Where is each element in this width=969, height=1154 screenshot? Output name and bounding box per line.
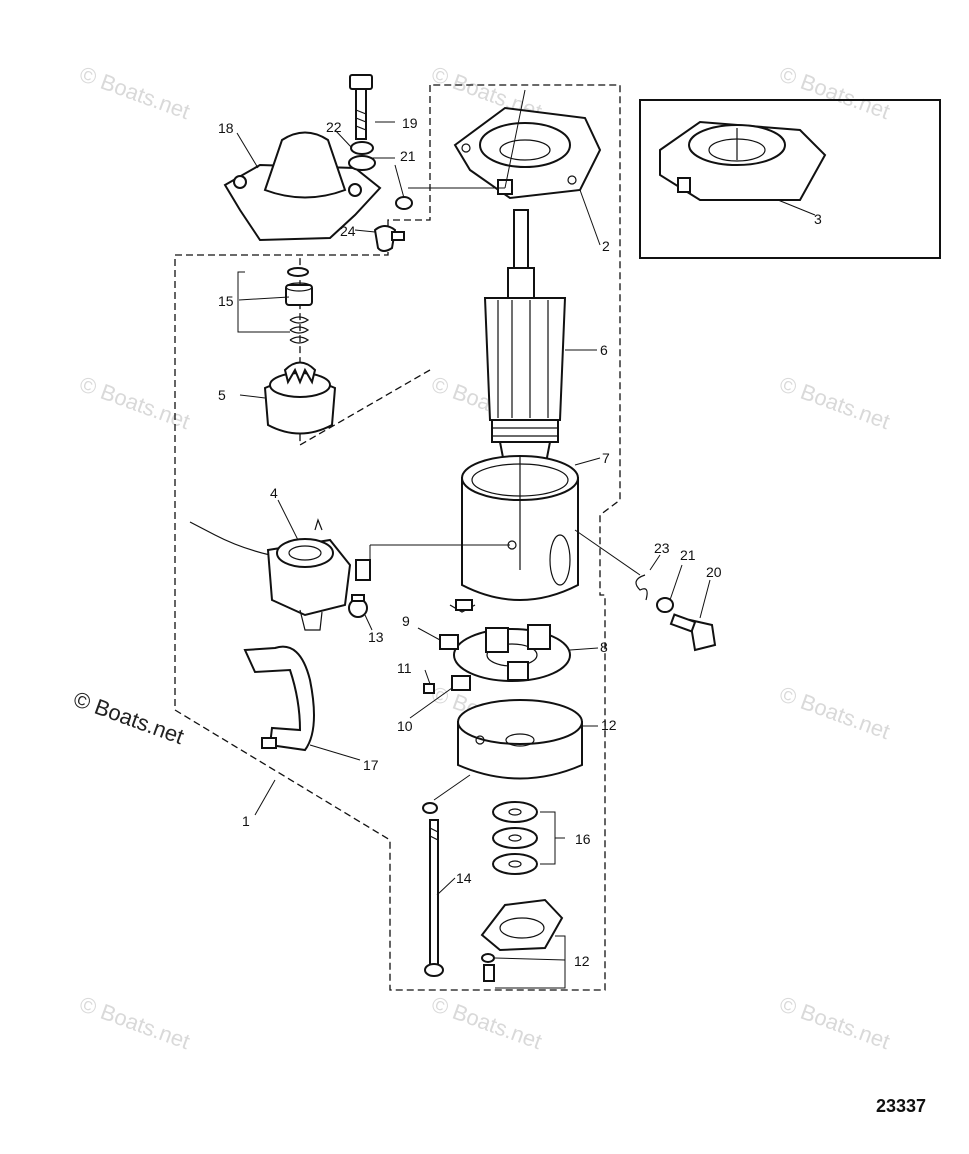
end-housing-part-12	[457, 699, 583, 780]
bracket-part-3	[659, 120, 827, 201]
part-label-12: 12	[601, 717, 617, 733]
part-label-20: 20	[706, 564, 722, 580]
part-label-21: 21	[400, 148, 416, 164]
watermark-text: © Boats.net	[776, 371, 893, 434]
watermark-text: © Boats.net	[776, 681, 893, 744]
part-label-15: 15	[218, 293, 234, 309]
end-cap-part-18	[223, 131, 382, 242]
part-label-10: 10	[397, 718, 413, 734]
leader-lines	[236, 89, 816, 989]
armature-part-6	[483, 209, 567, 469]
watermark-text: © Boats.net	[76, 61, 193, 124]
part-label-14: 14	[456, 870, 472, 886]
part-label-24: 24	[340, 223, 356, 239]
part-label-7: 7	[602, 450, 610, 466]
fasteners-right	[635, 574, 717, 652]
part-label-18: 18	[218, 120, 234, 136]
watermark-text: © Boats.net	[776, 61, 893, 124]
drive-assembly-parts-15-5	[263, 267, 337, 435]
part-label-17: 17	[363, 757, 379, 773]
part-label-5: 5	[218, 387, 226, 403]
housing-part-7	[461, 455, 579, 601]
figure-number: 23337	[876, 1096, 926, 1116]
inset-box	[639, 99, 941, 259]
watermark-primary: © Boats.net	[70, 686, 187, 749]
part-label-8: 8	[600, 639, 608, 655]
part-label-11: 11	[397, 660, 412, 676]
part-label-6: 6	[600, 342, 608, 358]
solenoid-part-4	[189, 518, 371, 631]
part-label-9: 9	[402, 613, 410, 629]
watermark-text: © Boats.net	[428, 991, 545, 1054]
part-label-2: 2	[602, 238, 610, 254]
part-label-1: 1	[242, 813, 250, 829]
cable-part-17	[243, 645, 315, 752]
part-label-12: 12	[574, 953, 590, 969]
cover-plate-part-12	[480, 898, 564, 982]
part-label-22: 22	[326, 119, 342, 135]
part-label-4: 4	[270, 485, 278, 501]
washers-part-16	[492, 801, 538, 875]
part-labels: 18 22 19 21 24 2 3 15 5 6 7 4 13 9 8 11 …	[218, 115, 822, 969]
part-label-13: 13	[368, 629, 384, 645]
part-label-23: 23	[654, 540, 670, 556]
part-label-16: 16	[575, 831, 591, 847]
part-label-19: 19	[402, 115, 418, 131]
part-label-21: 21	[680, 547, 696, 563]
part-label-3: 3	[814, 211, 822, 227]
through-bolt-part-14	[422, 802, 444, 977]
watermark-text: © Boats.net	[776, 991, 893, 1054]
brush-plate-part-8	[423, 599, 571, 694]
bracket-part-2	[453, 106, 602, 200]
watermark-text: © Boats.net	[76, 991, 193, 1054]
terminal-part-13	[348, 594, 368, 618]
fasteners-top	[348, 74, 413, 252]
